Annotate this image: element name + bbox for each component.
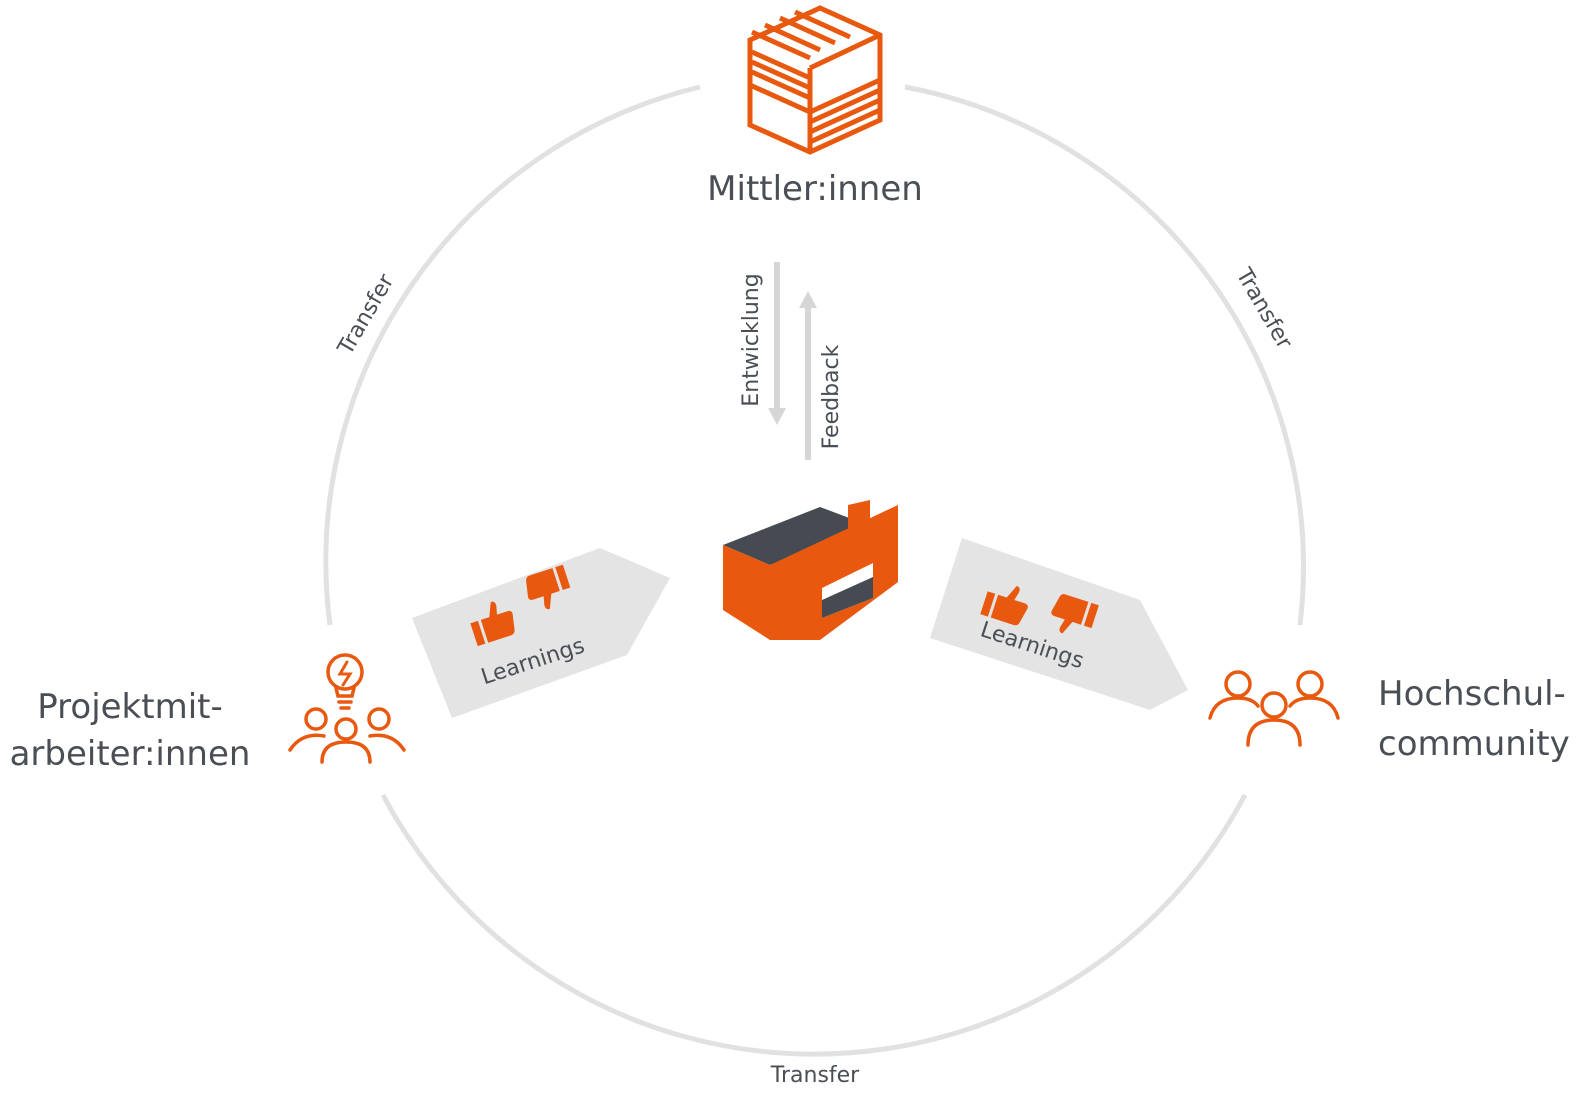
open-box-icon: [723, 500, 898, 640]
arrow-feedback: [799, 291, 817, 460]
transfer-label-top-right: Transfer: [1230, 263, 1297, 354]
learnings-arrow-right: [930, 538, 1188, 710]
node-label-hochschul-line2: community: [1378, 724, 1570, 764]
node-label-projekt-line2: arbeiter:innen: [10, 734, 251, 774]
ring-segment-bottom: [380, 793, 1248, 1057]
thumb-up-icon-left: [470, 601, 515, 647]
thumb-up-icon-right: [980, 586, 1028, 626]
transfer-label-bottom: Transfer: [770, 1063, 860, 1088]
stacked-box-icon: [747, 5, 883, 155]
transfer-label-top-left: Transfer: [333, 269, 400, 360]
node-label-mittler: Mittler:innen: [707, 169, 923, 209]
node-label-hochschul-line1: Hochschul-: [1378, 674, 1566, 714]
arrow-label-feedback: Feedback: [819, 344, 844, 449]
arrow-label-entwicklung: Entwicklung: [739, 273, 764, 406]
transfer-ring: [323, 84, 1306, 1057]
learnings-arrow-left: [412, 548, 670, 718]
ring-segment-right: [904, 84, 1306, 626]
arrow-entwicklung: [768, 262, 786, 425]
community-group-icon: [1208, 670, 1340, 747]
thumb-down-icon-left: [526, 564, 571, 610]
team-idea-icon: [288, 653, 406, 764]
node-label-projekt-line1: Projektmit-: [37, 687, 223, 727]
thumb-down-icon-right: [1051, 594, 1099, 634]
ring-segment-left: [323, 84, 701, 626]
